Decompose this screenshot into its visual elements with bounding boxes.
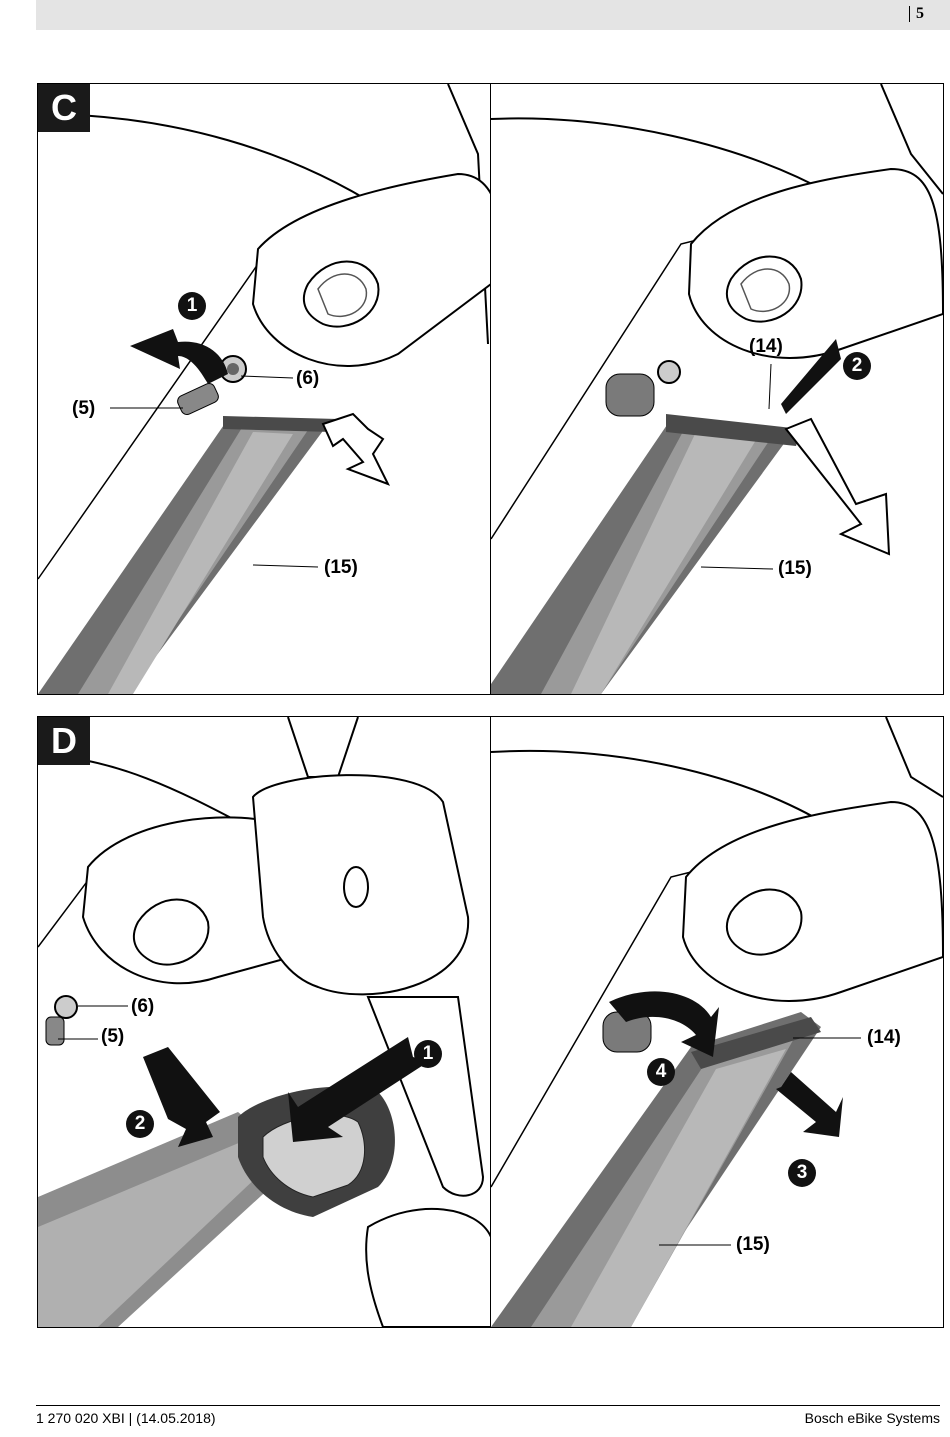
section-label-c: C [38, 84, 90, 132]
page-number: 5 [909, 6, 924, 22]
callout-label: (15) [736, 1234, 770, 1255]
figure-d-right-drawing [491, 717, 943, 1327]
callout-label: (5) [101, 1026, 125, 1047]
callout-label: (6) [296, 368, 320, 389]
figure-c-left-drawing [38, 84, 491, 694]
figure-d-left-drawing [38, 717, 491, 1327]
figure-d-left: D (6) (5) 1 2 [37, 716, 492, 1328]
callout-label: (15) [778, 558, 812, 579]
callout-label: (6) [131, 996, 155, 1017]
callout-label: (14) [749, 336, 783, 357]
callout-label: (5) [72, 398, 96, 419]
figure-c-left: C 1 (6) (5) (15) [37, 83, 492, 695]
step-marker: 1 [178, 292, 206, 320]
footer-divider [36, 1405, 940, 1406]
brand-name: Bosch eBike Systems [804, 1410, 940, 1426]
step-marker: 4 [647, 1058, 675, 1086]
step-marker: 2 [843, 352, 871, 380]
header-bar: 5 [36, 0, 950, 30]
section-label-d: D [38, 717, 90, 765]
figure-c-right: (14) 2 (15) [490, 83, 944, 695]
step-marker: 3 [788, 1159, 816, 1187]
step-marker: 1 [414, 1040, 442, 1068]
figure-c-right-drawing [491, 84, 943, 694]
step-marker: 2 [126, 1110, 154, 1138]
callout-label: (15) [324, 557, 358, 578]
document-code: 1 270 020 XBI | (14.05.2018) [36, 1410, 216, 1426]
figure-d-right: (14) 4 3 (15) [490, 716, 944, 1328]
callout-label: (14) [867, 1027, 901, 1048]
